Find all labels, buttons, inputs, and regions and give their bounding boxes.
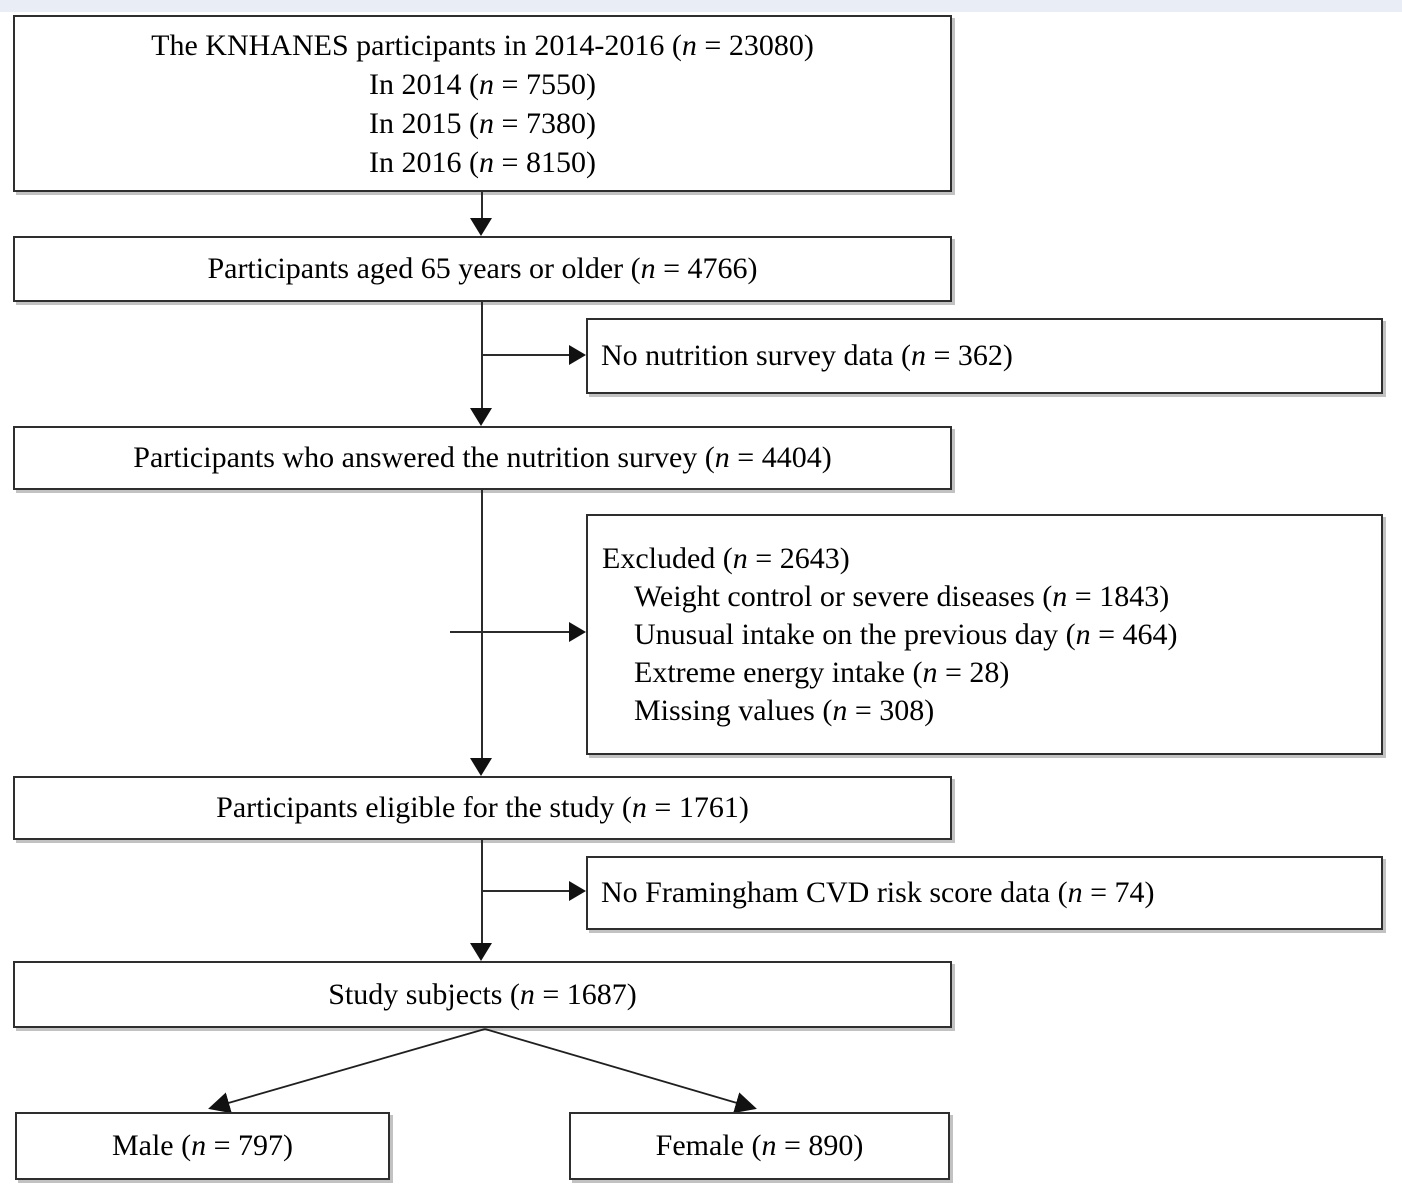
node-female: Female (n = 890): [569, 1112, 950, 1180]
arrowhead-down-icon: [470, 943, 492, 961]
node-no-nutrition-survey-data: No nutrition survey data (n = 362): [586, 318, 1383, 394]
node-label: Participants eligible for the study (n =…: [216, 791, 749, 824]
excluded-item: Weight control or severe diseases (n = 1…: [634, 580, 1170, 613]
connector-top-to-aged: [481, 192, 483, 219]
node-line: In 2014 (n = 7550): [369, 67, 596, 101]
arrowhead-down-icon: [470, 758, 492, 776]
node-label: Male (n = 797): [111, 1129, 294, 1162]
node-line: In 2016 (n = 8150): [369, 145, 596, 179]
node-line: In 2015 (n = 7380): [369, 106, 596, 140]
branch-no-framingham: [481, 890, 571, 892]
excluded-item: Unusual intake on the previous day (n = …: [634, 618, 1178, 651]
branch-excluded: [450, 631, 571, 633]
bottom-strip: [0, 0, 1402, 12]
node-label: Study subjects (n = 1687): [328, 977, 637, 1011]
branch-no-nutrition: [481, 354, 571, 356]
arrowhead-down-icon: [470, 218, 492, 236]
connector-survey-to-eligible: [481, 490, 483, 758]
node-label: No Framingham CVD risk score data (n = 7…: [601, 876, 1155, 909]
excluded-item: Extreme energy intake (n = 28): [634, 656, 1010, 689]
arrowhead-right-icon: [569, 881, 586, 901]
arrow-to-male: [208, 1028, 486, 1114]
arrow-to-female: [484, 1028, 757, 1114]
node-no-framingham-data: No Framingham CVD risk score data (n = 7…: [586, 856, 1383, 930]
node-line: The KNHANES participants in 2014-2016 (n…: [151, 28, 814, 62]
node-eligible-for-study: Participants eligible for the study (n =…: [13, 776, 952, 840]
node-label: No nutrition survey data (n = 362): [601, 339, 1013, 372]
node-excluded: Excluded (n = 2643) Weight control or se…: [586, 514, 1383, 755]
node-aged-65-or-older: Participants aged 65 years or older (n =…: [13, 236, 952, 302]
arrowhead-right-icon: [569, 345, 586, 365]
node-study-subjects: Study subjects (n = 1687): [13, 961, 952, 1028]
arrowhead-down-icon: [470, 408, 492, 426]
node-knhanes-participants: The KNHANES participants in 2014-2016 (n…: [13, 15, 952, 192]
node-label: Female (n = 890): [655, 1129, 864, 1162]
node-label: Participants who answered the nutrition …: [133, 441, 832, 474]
node-male: Male (n = 797): [15, 1112, 390, 1180]
excluded-item: Missing values (n = 308): [634, 694, 935, 727]
node-label: Participants aged 65 years or older (n =…: [207, 252, 758, 285]
arrowhead-right-icon: [569, 622, 586, 642]
node-answered-nutrition-survey: Participants who answered the nutrition …: [13, 426, 952, 490]
excluded-title: Excluded (n = 2643): [602, 542, 850, 575]
